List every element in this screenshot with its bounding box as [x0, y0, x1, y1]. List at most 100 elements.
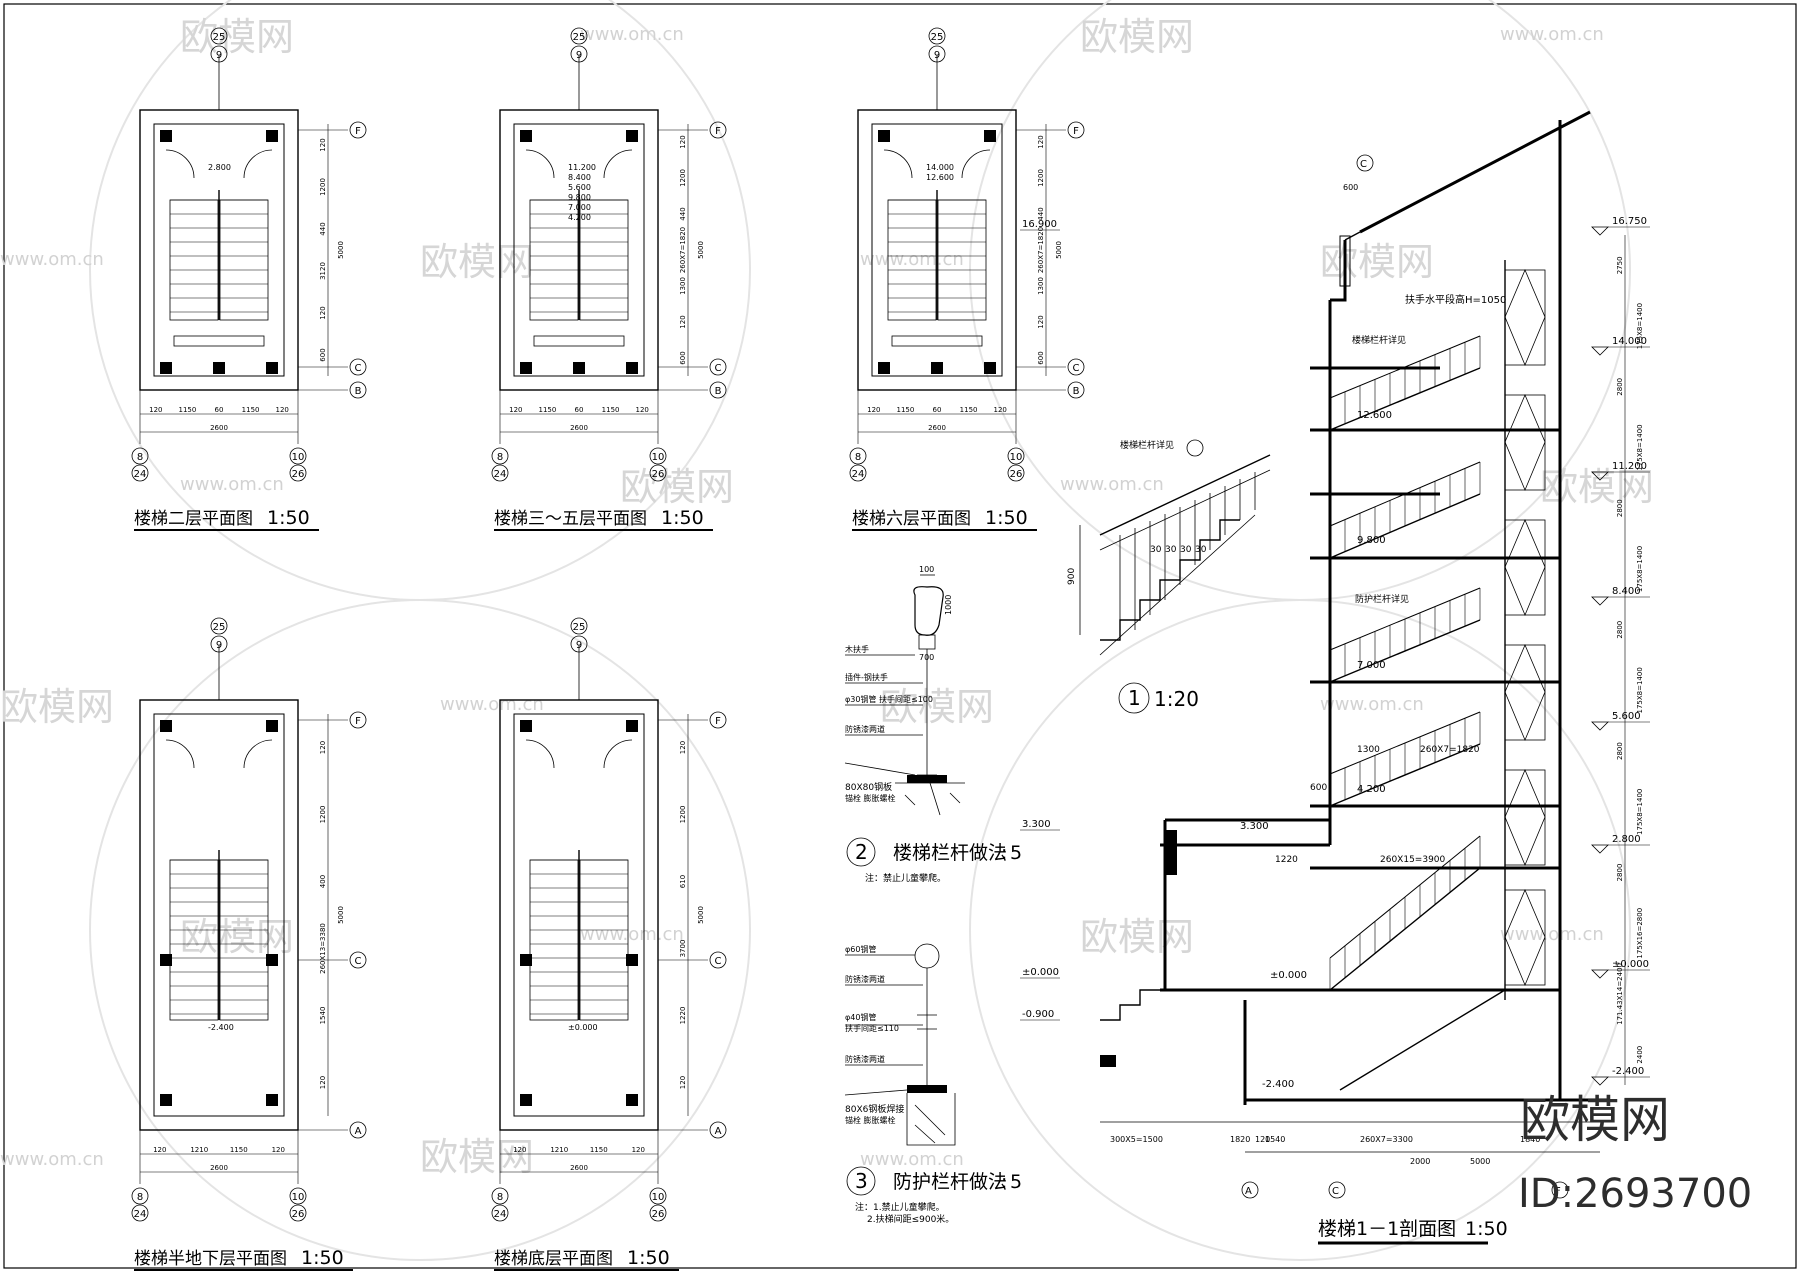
watermark-url: www.om.cn — [580, 924, 684, 945]
section-note: 防护栏杆详见 — [1355, 593, 1409, 605]
column — [160, 1094, 172, 1106]
axis-bubble — [709, 121, 727, 139]
axis-label: F — [715, 126, 721, 137]
axis-label: B — [715, 386, 722, 397]
dim-total: 2600 — [570, 424, 588, 432]
axis-label: C — [715, 956, 722, 967]
dim-total: 5000 — [697, 241, 705, 259]
elevation-text: 4.200 — [568, 213, 591, 222]
watermark-url: www.om.cn — [1500, 24, 1604, 45]
watermark-url: www.om.cn — [180, 474, 284, 495]
dim-total: 5000 — [697, 906, 705, 924]
axis-label: 8 — [497, 452, 503, 463]
detail-3-scale-colon: : — [1001, 1171, 1007, 1193]
detail-3: φ60钢管 防锈漆两道 φ40钢管 扶手间距≤110 防锈漆两道 80X6钢板焊… — [844, 943, 1022, 1225]
detail-1-dim: 30 — [1165, 545, 1177, 555]
plan-title: 楼梯三～五层平面图 — [494, 509, 647, 529]
level-value: 16.750 — [1612, 216, 1647, 227]
section-inner-level: 12.600 — [1357, 410, 1392, 421]
axis-label: 10 — [292, 452, 305, 463]
watermark-url: www.om.cn — [860, 1149, 964, 1170]
axis-label: 10 — [652, 452, 665, 463]
detail-2-label: 80X80钢板 — [845, 781, 892, 793]
column — [878, 130, 890, 142]
axis-bubble — [928, 27, 946, 45]
dim-text: 1840 — [1520, 1135, 1540, 1144]
dim-text: 1150 — [178, 406, 196, 414]
axis-label: F — [1073, 126, 1079, 137]
dim-text: 2800 — [1616, 621, 1624, 639]
axis-bubble — [709, 711, 727, 729]
dim-text: 120 — [276, 406, 289, 414]
handrail — [1329, 835, 1481, 959]
axis-bubble — [289, 1187, 307, 1205]
door-swing — [603, 149, 633, 179]
detail-2-dim: 700 — [919, 653, 934, 662]
dim-text: 1150 — [538, 406, 556, 414]
axis-label: 8 — [137, 452, 143, 463]
section-scale: 1:50 — [1465, 1218, 1508, 1240]
column — [984, 130, 996, 142]
axis-bubble — [349, 711, 367, 729]
detail-3-label: 防锈漆两道 — [845, 974, 885, 984]
dim-text: 1150 — [960, 406, 978, 414]
dim-text: 1220 — [679, 1007, 687, 1025]
detail-3-num: 3 — [855, 1169, 868, 1193]
column — [266, 720, 278, 732]
axis-label: 25 — [573, 32, 586, 43]
stair-plan: 259FCA1201200400260X13=33801540120500012… — [131, 617, 367, 1271]
column — [520, 362, 532, 374]
detail-3-label: φ40钢管 — [845, 1012, 876, 1022]
dim-text: 2800 — [1616, 499, 1624, 517]
dim-text: 120 — [319, 138, 327, 151]
axis-bubble — [210, 27, 228, 45]
dim-text: 5000 — [1470, 1157, 1490, 1166]
dim-text: 1210 — [190, 1146, 208, 1154]
section-title: 楼梯1－1剖面图 — [1318, 1218, 1456, 1240]
watermark-brand: 欧模网 — [180, 15, 294, 59]
window — [533, 335, 625, 347]
column — [160, 130, 172, 142]
dim-total: 5000 — [1055, 241, 1063, 259]
axis-bubble — [849, 447, 867, 465]
watermark-url: www.om.cn — [0, 1149, 104, 1170]
window — [173, 335, 265, 347]
section-axis-a: A — [1245, 1186, 1252, 1197]
detail-1-dim: 900 — [1067, 568, 1077, 585]
detail-2-num: 2 — [855, 840, 868, 864]
elevation-text: 5.600 — [568, 183, 591, 192]
watermark-logo: 欧模网 ID:2693700 — [1518, 1091, 1752, 1217]
handrail — [1329, 335, 1481, 399]
elevation-text: 2.800 — [208, 163, 231, 172]
level-value: ±0.000 — [1612, 959, 1649, 970]
detail-1-scale: 1:20 — [1154, 687, 1199, 711]
axis-bubble — [1067, 121, 1085, 139]
watermark-brand: 欧模网 — [0, 685, 114, 729]
dim-text: 120 — [319, 306, 327, 319]
watermark-url: www.om.cn — [1060, 474, 1164, 495]
axis-bubble — [649, 1204, 667, 1222]
axis-label: 26 — [652, 1209, 665, 1220]
axis-label: C — [355, 363, 362, 374]
dim-text: 120 — [679, 741, 687, 754]
column — [520, 1094, 532, 1106]
level-marker — [1591, 844, 1609, 854]
dim-text: 120 — [636, 406, 649, 414]
detail-3-label: φ60钢管 — [845, 944, 876, 954]
dim-text: 400 — [319, 875, 327, 888]
door-swing — [165, 149, 195, 179]
plan-inner-wall — [153, 123, 285, 377]
section-window-dim: 600 — [1343, 183, 1358, 192]
dim-text: 1200 — [319, 806, 327, 824]
column — [626, 1094, 638, 1106]
section-note: 260X15=3900 — [1380, 855, 1446, 865]
dim-text: 260X7=1820 — [1037, 227, 1045, 273]
watermark-url: www.om.cn — [1500, 924, 1604, 945]
section-inner-level: 3.300 — [1240, 821, 1269, 832]
detail-2-label: 插件-钢扶手 — [845, 672, 888, 682]
axis-label: 25 — [931, 32, 944, 43]
dim-total: 5000 — [337, 241, 345, 259]
axis-label: A — [355, 1126, 362, 1137]
level-marker — [1591, 596, 1609, 606]
